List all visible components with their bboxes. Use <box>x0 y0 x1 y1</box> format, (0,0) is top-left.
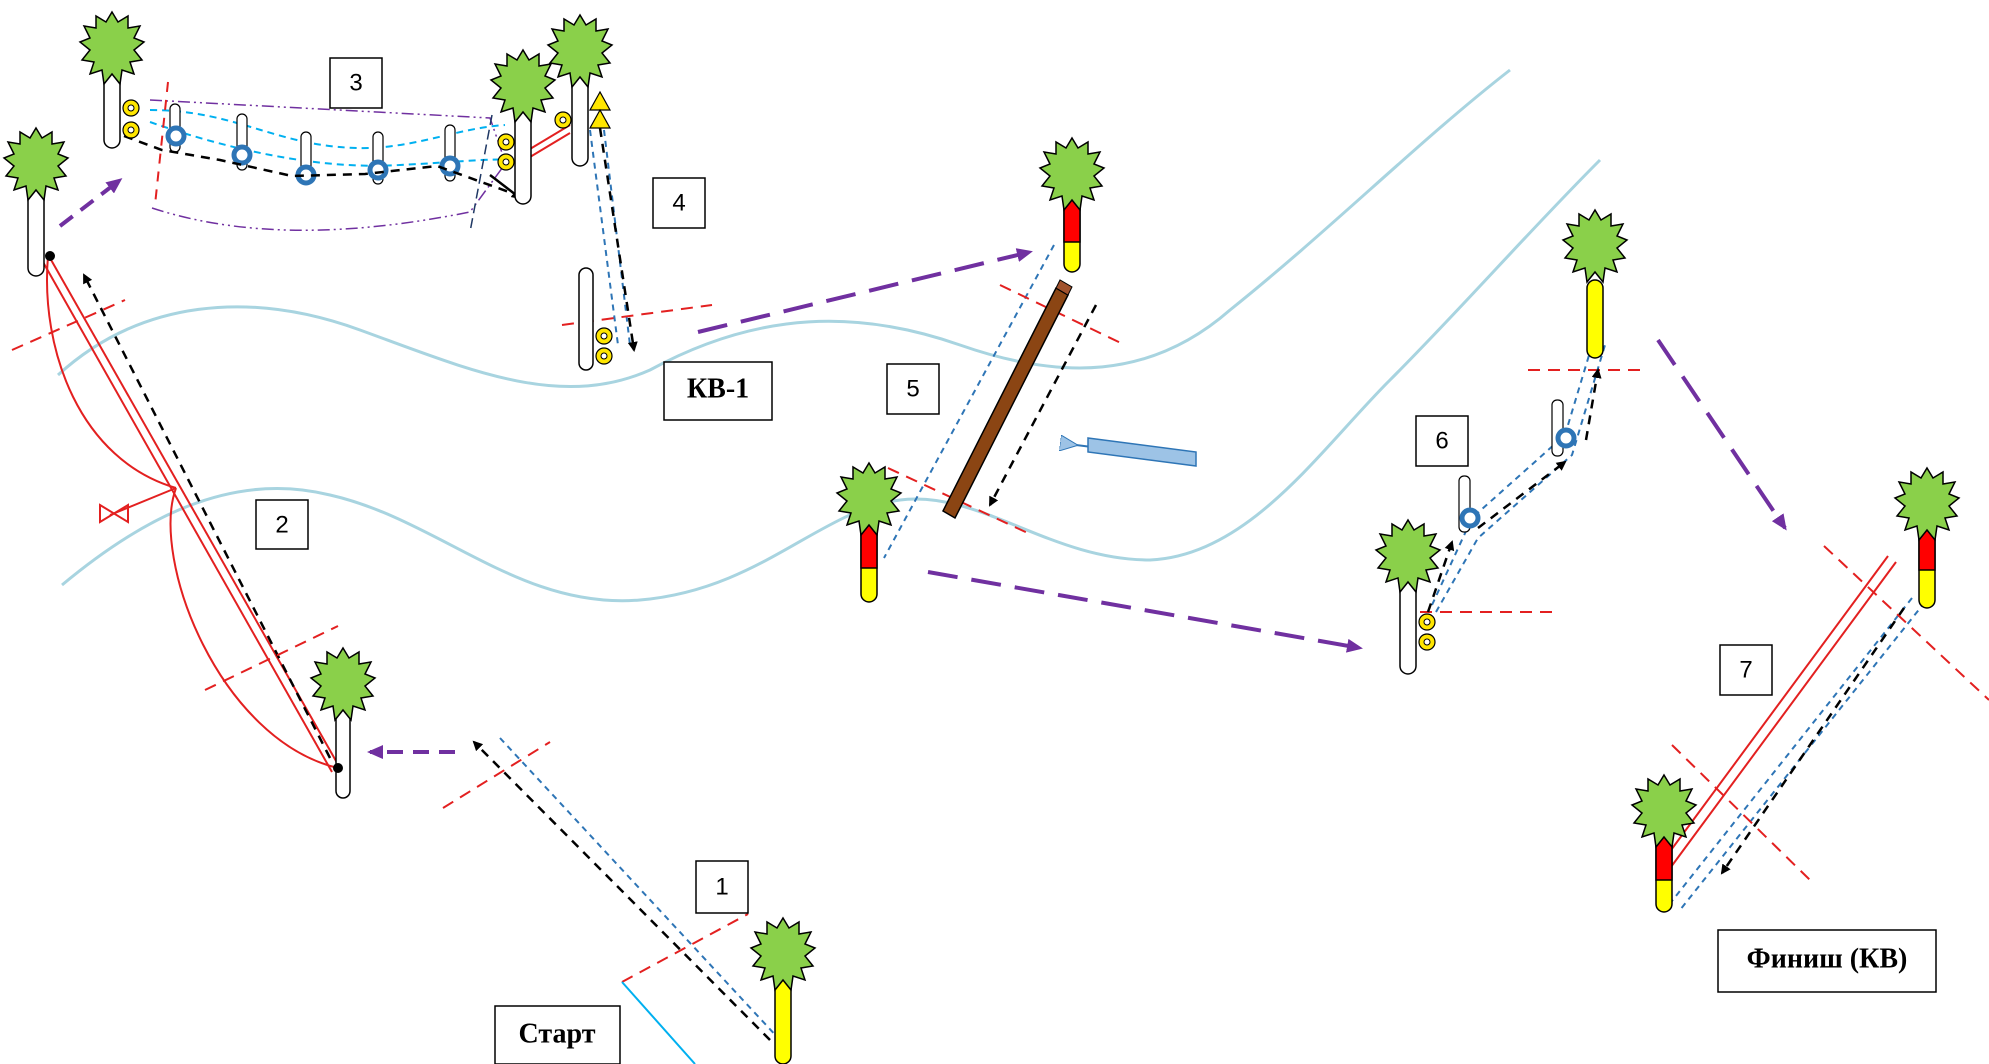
stage-2-tree-top <box>3 127 69 277</box>
log-bridge <box>942 279 1073 520</box>
stage-3-area <box>58 11 571 233</box>
svg-text:7: 7 <box>1739 656 1752 683</box>
stage-2-area <box>3 127 455 799</box>
svg-text:2: 2 <box>275 511 288 538</box>
stage-6-area <box>1375 209 1787 675</box>
stage-4-area <box>547 14 1033 371</box>
stage-4-post <box>578 267 613 371</box>
stage-1-tree <box>750 917 816 1064</box>
svg-text:3: 3 <box>349 69 362 96</box>
stage-3-tree-right <box>490 49 556 205</box>
svg-text:6: 6 <box>1435 427 1448 454</box>
svg-text:Финиш (КВ): Финиш (КВ) <box>1747 943 1908 974</box>
stage-6-tree-top <box>1562 209 1628 359</box>
kv1-label: КВ-1 <box>663 361 773 421</box>
stage-5-area <box>836 137 1363 653</box>
stage-3-rings <box>165 103 461 186</box>
stage-7-tree-top <box>1894 467 1960 609</box>
finish-label: Финиш (КВ) <box>1717 929 1937 993</box>
stage-7-label: 7 <box>1719 644 1773 696</box>
svg-text:КВ-1: КВ-1 <box>687 373 749 404</box>
stage-7-tree-bottom <box>1631 774 1697 913</box>
river <box>56 68 1602 603</box>
stage-4-label: 4 <box>652 177 706 229</box>
stage-1-area <box>442 737 816 1064</box>
stage-6-label: 6 <box>1415 415 1469 467</box>
stage-6-rings <box>1458 399 1577 533</box>
stage-2-label: 2 <box>255 499 309 550</box>
stage-4-tree <box>547 14 613 167</box>
stage-3-tree-left <box>79 11 145 149</box>
svg-text:5: 5 <box>906 375 919 402</box>
svg-text:4: 4 <box>672 189 685 216</box>
stage-5-label: 5 <box>886 363 940 415</box>
stage-6-tree <box>1375 519 1441 675</box>
svg-text:Старт: Старт <box>519 1018 596 1049</box>
stage-7-area <box>1631 467 1989 913</box>
stage-number-boxes: 1 2 3 4 5 6 7 <box>255 57 1773 914</box>
stage-5-tree-top <box>1039 137 1105 273</box>
svg-text:1: 1 <box>715 873 728 900</box>
stage-2-tree-bottom <box>310 647 376 799</box>
start-label: Старт <box>494 1005 621 1064</box>
stage-5-tree-bottom <box>836 462 902 603</box>
stage-3-label: 3 <box>329 57 383 109</box>
stage-1-label: 1 <box>695 860 749 914</box>
